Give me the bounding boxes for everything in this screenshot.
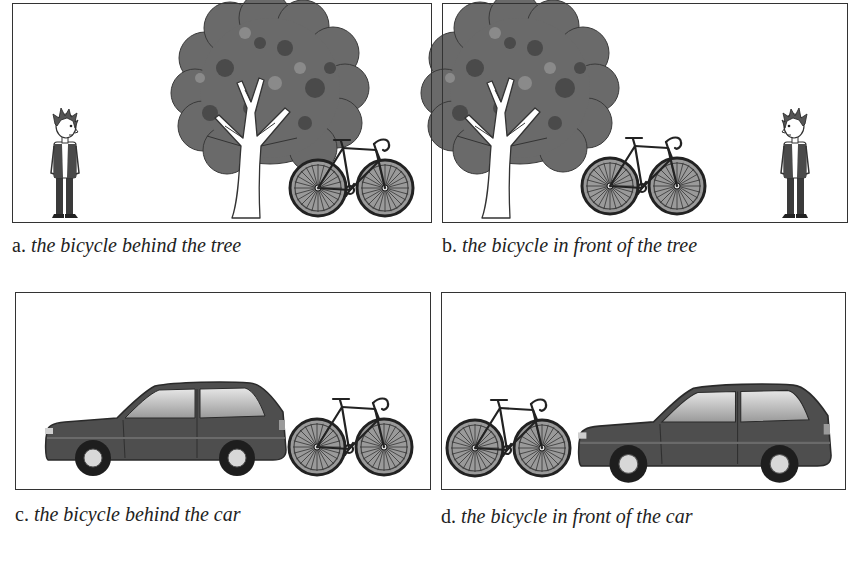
car-drawing [578,384,831,483]
panel-box: c.the bicycle behind the car [15,292,431,490]
panel-caption: d.the bicycle in front of the car [441,505,692,528]
caption-text: the bicycle in front of the tree [462,234,697,256]
panel-caption: b.the bicycle in front of the tree [442,234,697,257]
caption-letter: c. [15,503,29,525]
panel-box: d.the bicycle in front of the car [441,292,846,490]
bicycle-drawing [447,400,570,477]
panel-caption: c.the bicycle behind the car [15,503,240,526]
bicycle-drawing [582,138,705,215]
panel-box: b.the bicycle in front of the tree [442,3,848,223]
bicycle-drawing [289,399,412,476]
caption-letter: d. [441,505,456,527]
caption-text: the bicycle behind the car [34,503,241,525]
panel-caption: a.the bicycle behind the tree [12,234,241,257]
bicycle-drawing [290,140,413,217]
boy-figure [781,108,809,218]
panel-box: a.the bicycle behind the tree [12,3,432,223]
car-drawing [45,382,286,476]
caption-letter: b. [442,234,457,256]
caption-text: the bicycle in front of the car [461,505,692,527]
caption-letter: a. [12,234,26,256]
boy-figure [51,108,79,218]
caption-text: the bicycle behind the tree [31,234,241,256]
